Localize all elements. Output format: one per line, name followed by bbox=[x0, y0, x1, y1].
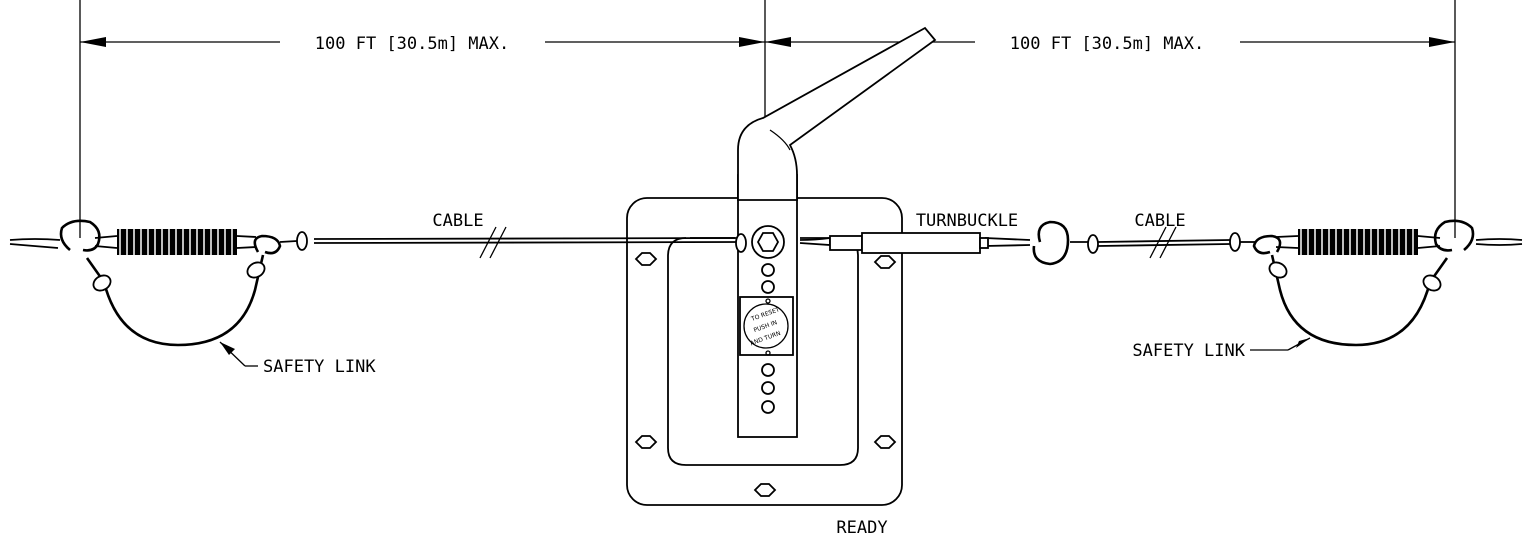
cable-left-label: CABLE bbox=[432, 211, 483, 231]
pulley bbox=[735, 225, 785, 259]
spring-left bbox=[117, 229, 237, 255]
left-anchor-assembly: SAFETY LINK bbox=[59, 219, 376, 377]
cable-right-label: CABLE bbox=[1134, 211, 1185, 231]
eye-bolt-right-center bbox=[1032, 220, 1099, 266]
ready-label: READY bbox=[836, 518, 887, 538]
spring-right bbox=[1298, 229, 1418, 255]
dimension-left: 100 FT [30.5m] MAX. bbox=[79, 0, 765, 238]
safety-link-right-label: SAFETY LINK bbox=[1132, 341, 1245, 361]
turnbuckle: TURNBUCKLE bbox=[829, 211, 1018, 254]
turnbuckle-label: TURNBUCKLE bbox=[916, 211, 1018, 231]
mounting-bolt-icon bbox=[634, 252, 897, 497]
dimension-left-label: 100 FT [30.5m] MAX. bbox=[315, 34, 509, 54]
indicator-holes bbox=[761, 263, 775, 414]
right-anchor-assembly: SAFETY LINK bbox=[1132, 219, 1475, 361]
dimension-right: 100 FT [30.5m] MAX. bbox=[765, 0, 1456, 238]
dimension-right-label: 100 FT [30.5m] MAX. bbox=[1010, 34, 1204, 54]
cable bbox=[9, 226, 1523, 259]
safety-link-left-label: SAFETY LINK bbox=[263, 357, 376, 377]
pull-lever bbox=[737, 26, 937, 438]
